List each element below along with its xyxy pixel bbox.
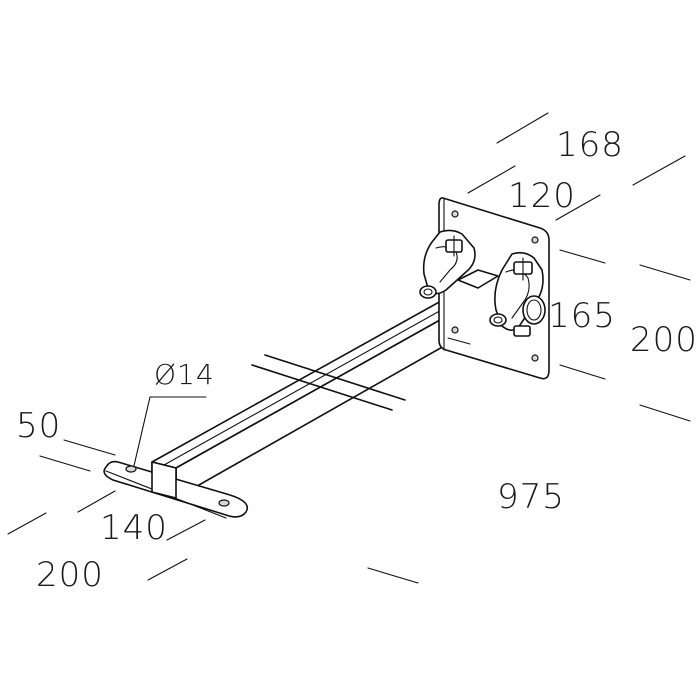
arm-socket	[457, 269, 499, 289]
plate-hole-top-left	[451, 210, 459, 218]
dim-label-140: 140	[100, 508, 168, 548]
dim-label-50: 50	[16, 406, 61, 446]
dim-label-975: 975	[497, 477, 565, 517]
dim-label-168: 168	[556, 125, 624, 165]
dimension-labels: 168 120 165 200 975 Ø14 50 140 200	[16, 125, 698, 595]
dimension-lines	[7, 112, 691, 584]
break-line-lower	[251, 364, 393, 411]
dim-165-line-top	[559, 249, 606, 264]
dim-label-200-foot: 200	[36, 555, 104, 595]
dim-50-line-bottom	[39, 455, 91, 472]
plate-hole-bottom-left	[451, 326, 459, 334]
arm-shadow-line	[447, 337, 471, 345]
dim-200-foot-line-right	[147, 558, 188, 581]
dim-50-line-top	[63, 439, 116, 456]
arm-top-edge-line	[163, 288, 480, 466]
clamp-left-bolt-head	[419, 285, 437, 299]
dim-140-line-left	[77, 490, 116, 513]
clamp-right-nut-bottom	[513, 325, 531, 337]
dim-120-line-left	[467, 165, 516, 194]
foot-hole-right	[218, 499, 230, 507]
dim-140-line-right	[166, 519, 206, 541]
dim-label-hole: Ø14	[154, 358, 215, 391]
clamp-left	[419, 229, 476, 299]
dim-120-line-right	[555, 194, 601, 221]
clamp-left-bolt-inner	[423, 288, 433, 296]
break-lines	[251, 354, 406, 411]
dim-165-line-bottom	[559, 364, 606, 380]
clamp-right-bolt-inner	[493, 316, 503, 324]
dim-200-foot-line-left	[7, 512, 47, 535]
clamp-right-washer-inner	[526, 299, 542, 321]
dim-label-165: 165	[548, 296, 616, 336]
dim-hole-leader	[132, 396, 207, 471]
clamp-right	[489, 251, 546, 337]
plate-hole-bottom-right	[531, 354, 539, 362]
plate-hole-top-right	[531, 236, 539, 244]
foot-hole-left	[125, 465, 137, 473]
clamp-right-bolt-head	[489, 313, 507, 327]
dim-label-200-plate: 200	[630, 320, 698, 360]
dim-168-line-right	[632, 155, 686, 186]
break-line-upper	[264, 354, 406, 401]
foot-plate	[103, 460, 249, 519]
dim-975-line	[367, 567, 419, 584]
dim-200-line-bottom	[639, 404, 691, 422]
dim-200-line-top	[639, 264, 691, 281]
arm-end-overlay	[151, 461, 177, 499]
dim-168-line-left	[496, 112, 549, 144]
dim-label-120: 120	[508, 176, 576, 216]
